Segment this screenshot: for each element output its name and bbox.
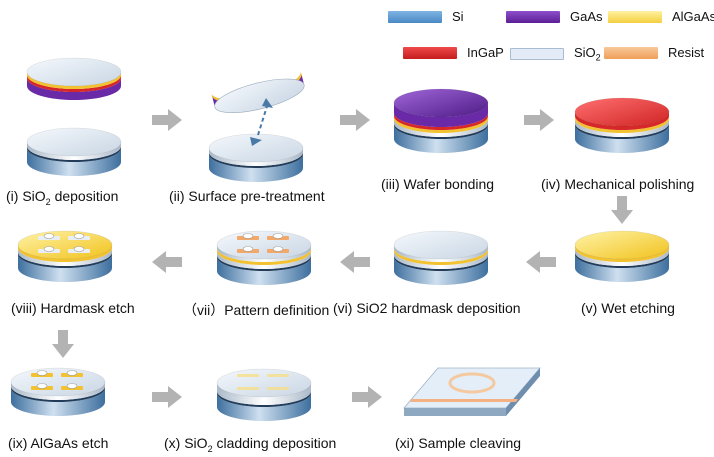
legend-algaas: AlGaAs	[608, 9, 714, 24]
wafer-bonded	[393, 88, 489, 153]
wafer-tilted	[211, 71, 305, 113]
legend-swatch	[510, 47, 564, 60]
step-label-v: (v) Wet etching	[581, 300, 675, 316]
step-label-xi: (xi) Sample cleaving	[395, 435, 522, 451]
arrow-right	[152, 109, 182, 131]
arrow-right	[152, 386, 182, 408]
arrow-left	[526, 251, 556, 273]
wafer-si-ii	[208, 133, 304, 182]
legend-sio2: SiO2	[510, 45, 601, 63]
cleaved-sample	[403, 367, 541, 416]
wafer-cladding	[216, 368, 312, 421]
arrow-left	[152, 251, 182, 273]
arrow-left	[340, 251, 370, 273]
legend-label: Resist	[668, 45, 705, 60]
arrow-right	[524, 109, 554, 131]
step-label-viii: (viii) Hardmask etch	[11, 300, 135, 316]
bond-arrow	[257, 102, 269, 136]
legend-label: InGaP	[467, 45, 504, 60]
wafer-algaas-etched	[10, 367, 106, 416]
legend-swatch	[388, 10, 442, 23]
legend-label: AlGaAs	[672, 9, 714, 24]
step-label-x: (x) SiO2 cladding deposition	[164, 435, 337, 454]
legend-swatch	[604, 46, 658, 59]
wafer-si-i	[26, 127, 122, 176]
wafer-wet-etched	[574, 230, 670, 282]
arrow-right	[340, 109, 370, 131]
legend-swatch	[403, 46, 457, 59]
step-label-ii: (ii) Surface pre-treatment	[169, 188, 325, 204]
wafer-polished	[574, 97, 670, 153]
bond-arrow-head	[262, 98, 273, 108]
wafer-hardmask-etched	[17, 230, 113, 282]
legend-label: GaAs	[570, 9, 603, 24]
step-label-ix: (ix) AlGaAs etch	[8, 435, 109, 451]
arrow-down	[52, 330, 74, 358]
step-label-vii: （vii）Pattern definition	[183, 302, 330, 318]
legend-ingap: InGaP	[403, 45, 504, 60]
wafer-pattern	[216, 230, 312, 285]
legend-label: Si	[452, 9, 464, 24]
legend-swatch	[506, 10, 560, 23]
step-label-iii: (iii) Wafer bonding	[381, 176, 495, 192]
step-label-i: (i) SiO2 deposition	[6, 188, 119, 207]
legend-label: SiO2	[574, 45, 601, 63]
wafer-hardmask	[393, 230, 489, 285]
arrow-right	[352, 386, 382, 408]
wafer-gaas-top	[26, 57, 122, 100]
arrow-down	[611, 196, 633, 224]
step-label-vi: (vi) SiO2 hardmask deposition	[333, 300, 521, 316]
legend-swatch	[608, 10, 662, 23]
legend-gaas: GaAs	[506, 9, 603, 24]
legend-si: Si	[388, 9, 464, 24]
step-label-iv: (iv) Mechanical polishing	[541, 176, 695, 192]
legend-resist: Resist	[604, 45, 704, 60]
bond-arrow-head	[250, 137, 262, 146]
